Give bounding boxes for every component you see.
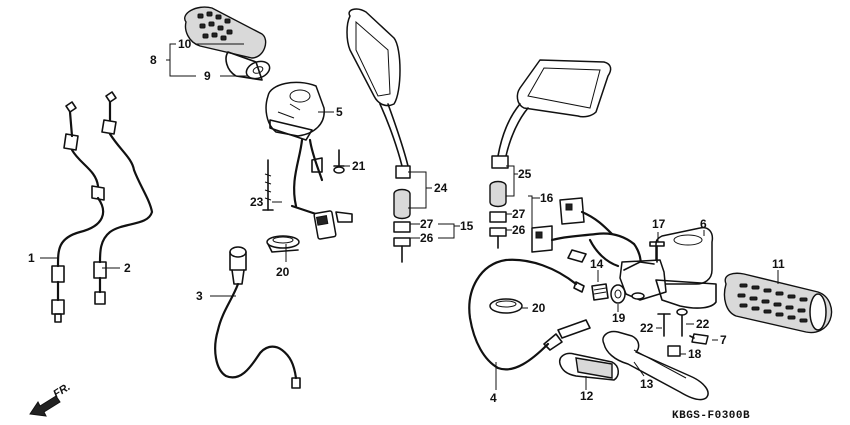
right-switch-wiring-part [531, 197, 642, 272]
callout-12: 12 [580, 389, 594, 403]
cable-clamp-left-part [266, 235, 300, 253]
callout-20-left: 20 [276, 265, 290, 279]
callout-21: 21 [352, 159, 366, 173]
leader-lines [40, 43, 779, 390]
callout-16: 16 [540, 191, 554, 205]
callout-labels: 10 8 9 5 21 23 20 1 2 3 24 27 26 15 25 1… [28, 37, 785, 405]
callout-22-right: 22 [696, 317, 710, 331]
callout-25: 25 [518, 167, 532, 181]
callout-23: 23 [250, 195, 264, 209]
callout-27-left: 27 [420, 217, 434, 231]
pin-7-part [689, 333, 709, 345]
callout-27-right: 27 [512, 207, 526, 221]
right-bolt-26-part [489, 227, 507, 249]
clutch-cable-part [468, 258, 591, 371]
callout-24: 24 [434, 181, 448, 195]
washer-19-part [610, 284, 626, 304]
throttle-cable-2-part [93, 91, 154, 305]
callout-26-right: 26 [512, 223, 526, 237]
callout-14: 14 [590, 257, 604, 271]
screw-22-left-part [657, 313, 671, 337]
screw-23-part [262, 159, 274, 211]
callout-9: 9 [204, 69, 211, 83]
right-nut-27-part [489, 211, 507, 223]
callout-6: 6 [700, 217, 707, 231]
screw-21-part [333, 149, 345, 174]
callout-17: 17 [652, 217, 666, 231]
left-mirror-boot-part [393, 188, 411, 220]
choke-cable-part [214, 246, 301, 389]
callout-7: 7 [720, 333, 727, 347]
callout-8: 8 [150, 53, 157, 67]
clutch-lever-part [602, 330, 709, 401]
callout-22-left: 22 [640, 321, 654, 335]
diagram-code: KBGS-F0300B [672, 410, 750, 422]
callout-4: 4 [490, 391, 497, 405]
callout-10: 10 [178, 37, 192, 51]
right-grip-part [723, 272, 833, 334]
callout-2: 2 [124, 261, 131, 275]
left-nut-27-part [393, 221, 411, 233]
callout-13: 13 [640, 377, 654, 391]
front-direction-marker: FR. [29, 381, 73, 417]
front-arrow-icon [29, 395, 61, 417]
right-mirror-boot-part [489, 180, 507, 208]
callout-1: 1 [28, 251, 35, 265]
screw-22-right-part [676, 308, 688, 337]
left-bolt-26-part [393, 237, 411, 263]
throttle-grip-part [184, 6, 271, 81]
callout-11: 11 [772, 257, 785, 271]
callout-20-right: 20 [532, 301, 546, 315]
left-mirror-part [346, 8, 411, 179]
bolt-14-part [591, 283, 609, 301]
throttle-cable-1-part [51, 101, 105, 323]
lever-guard-12-part [558, 352, 619, 381]
left-switch-housing-part [265, 81, 353, 240]
callout-3: 3 [196, 289, 203, 303]
callout-19: 19 [612, 311, 626, 325]
callout-15: 15 [460, 219, 474, 233]
cable-clamp-right-part [489, 298, 523, 314]
right-switch-housing-part [619, 226, 717, 309]
callout-5: 5 [336, 105, 343, 119]
bolt-18-part [667, 345, 681, 357]
screw-17-part [649, 241, 665, 263]
right-mirror-part [491, 59, 612, 169]
callout-18: 18 [688, 347, 702, 361]
callout-26-left: 26 [420, 231, 434, 245]
